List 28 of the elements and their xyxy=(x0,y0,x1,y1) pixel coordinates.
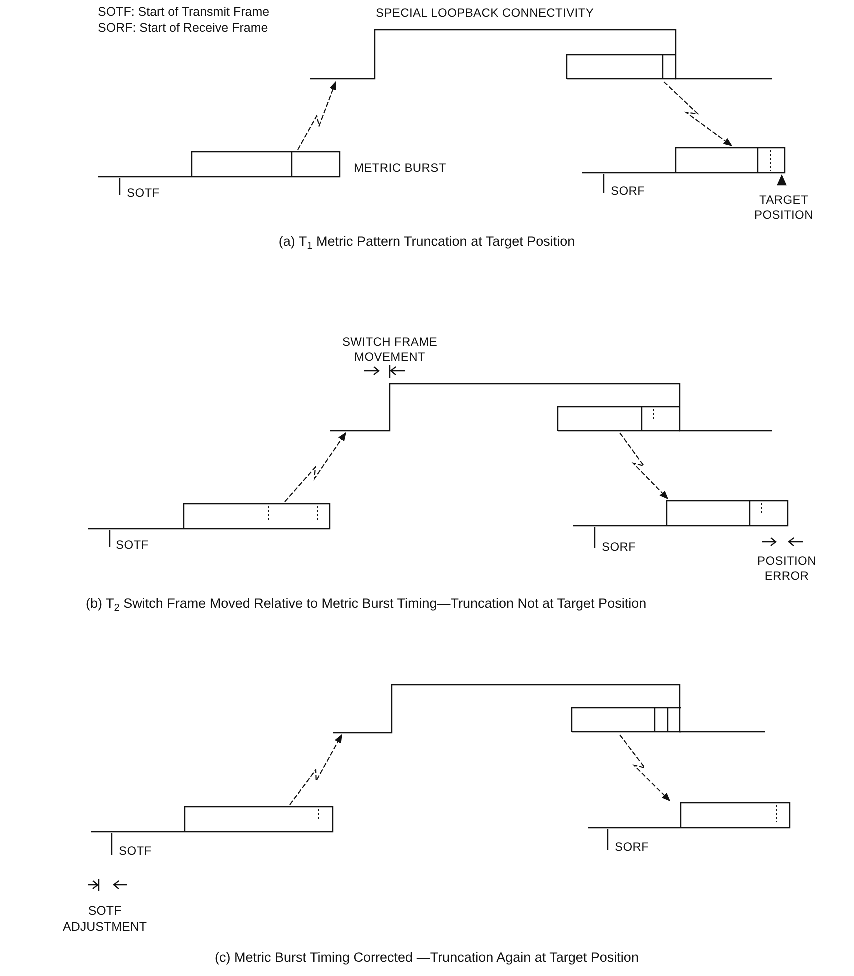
timing-waveform-drawing xyxy=(331,683,767,735)
figure-caption: (b) T$_{2}$ Switch Frame Moved Relative to Metric Burst Timing—Truncation Not at Target Position xyxy=(86,596,647,612)
timing-waveform-drawing xyxy=(571,499,791,528)
annotation-text: SORF xyxy=(615,840,650,855)
annotation-text: SWITCH FRAME MOVEMENT xyxy=(341,335,439,365)
timing-waveform-drawing xyxy=(328,382,774,433)
timing-waveform-drawing xyxy=(586,801,792,830)
signal-arrow xyxy=(664,82,733,147)
annotation-text: SOTF ADJUSTMENT xyxy=(62,903,148,935)
annotation-text: SORF xyxy=(611,184,646,199)
annotation-text: TARGET POSITION xyxy=(754,193,814,223)
annotation-text: SORF xyxy=(602,540,636,555)
figure-caption: (a) T$_{1}$ Metric Pattern Truncation at Target Position xyxy=(278,234,576,250)
annotation-text: METRIC BURST xyxy=(354,161,446,176)
figure-caption: (c) Metric Burst Timing Corrected —Truncation Again at Target Position xyxy=(214,950,640,966)
signal-arrow xyxy=(298,81,337,150)
signal-arrow xyxy=(620,734,671,802)
signal-arrow xyxy=(620,432,669,500)
signal-arrow xyxy=(290,734,342,806)
annotation-text: SOTF xyxy=(116,538,149,553)
annotation-text: SPECIAL LOOPBACK CONNECTIVITY xyxy=(376,6,594,21)
annotation-text: SOTF xyxy=(119,844,152,859)
timing-waveform-drawing xyxy=(89,805,335,834)
annotation-text: SOTF xyxy=(127,186,160,201)
definition-text: SOTF: Start of Transmit Frame xyxy=(98,4,270,20)
definition-text: SORF: Start of Receive Frame xyxy=(98,20,268,36)
signal-arrow xyxy=(284,432,346,502)
annotation-text: POSITION ERROR xyxy=(756,554,818,584)
